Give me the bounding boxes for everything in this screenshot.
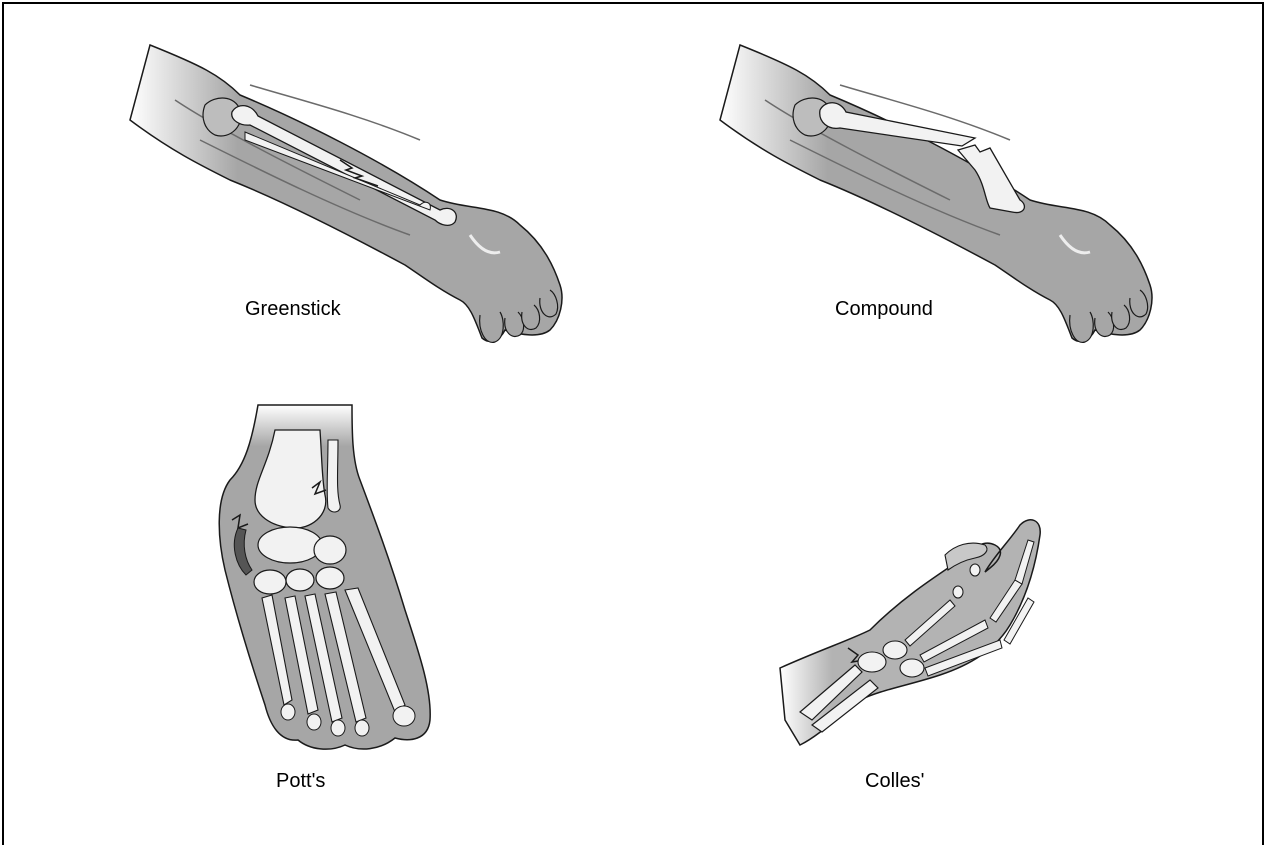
colles-label: Colles' bbox=[865, 770, 924, 793]
potts-label: Pott's bbox=[276, 770, 325, 793]
compound-arm-illustration bbox=[720, 45, 1152, 342]
greenstick-label: Greenstick bbox=[245, 298, 341, 321]
greenstick-arm-illustration bbox=[130, 45, 562, 342]
compound-label: Compound bbox=[835, 298, 933, 321]
colles-hand-illustration bbox=[780, 520, 1040, 745]
potts-foot-illustration bbox=[219, 405, 430, 749]
